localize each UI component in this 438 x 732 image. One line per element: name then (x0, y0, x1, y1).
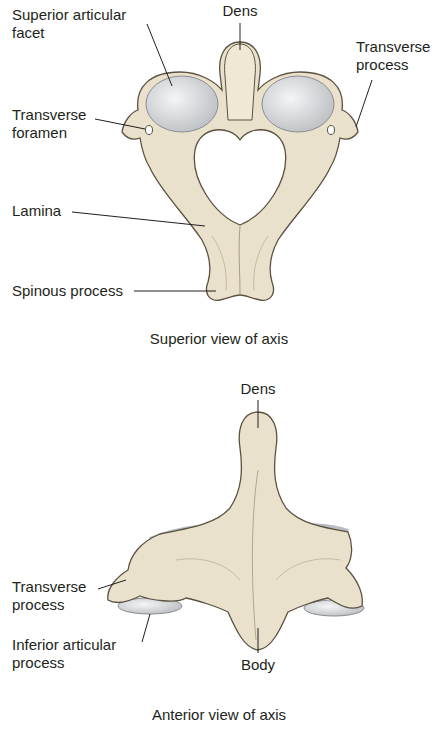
body-ridge (252, 470, 258, 640)
leader-line (98, 580, 126, 589)
articular-facet (146, 76, 218, 132)
part-label: Body (228, 656, 288, 674)
part-label: Inferior articular process (12, 636, 142, 672)
leader-line (258, 628, 259, 653)
axis-outline (108, 412, 363, 650)
leader-line (356, 80, 372, 127)
lamina-ridge (239, 226, 241, 294)
transverse-foramen-hole (146, 126, 153, 135)
anterior-view-bone (108, 412, 364, 650)
dens-shape (225, 44, 256, 120)
transverse-foramen-hole (328, 126, 335, 135)
lamina-shade (254, 236, 268, 290)
part-label: Transverse process (356, 38, 434, 74)
part-label: Dens (210, 2, 270, 20)
body-shade (176, 559, 340, 580)
superior-view-bone (122, 42, 358, 300)
part-label: Transverse process (12, 578, 97, 614)
leader-line (240, 23, 241, 50)
axis-outline (122, 42, 358, 300)
leader-line (134, 291, 216, 292)
leader-line (258, 400, 259, 428)
leader-line (147, 24, 172, 86)
leader-line (95, 119, 145, 129)
leader-lines (72, 23, 372, 653)
part-label: Lamina (12, 202, 72, 220)
leader-line (72, 212, 205, 226)
articular-facet (262, 76, 334, 132)
part-label: Spinous process (12, 282, 134, 300)
part-label: Superior articular facet (12, 6, 147, 42)
part-label: Transverse foramen (12, 106, 97, 142)
view-caption: Superior view of axis (89, 330, 349, 348)
vertebral-foramen (194, 130, 285, 225)
part-label: Dens (228, 380, 288, 398)
leader-line (142, 614, 150, 642)
lamina-shade (212, 236, 226, 290)
view-caption: Anterior view of axis (89, 706, 349, 724)
